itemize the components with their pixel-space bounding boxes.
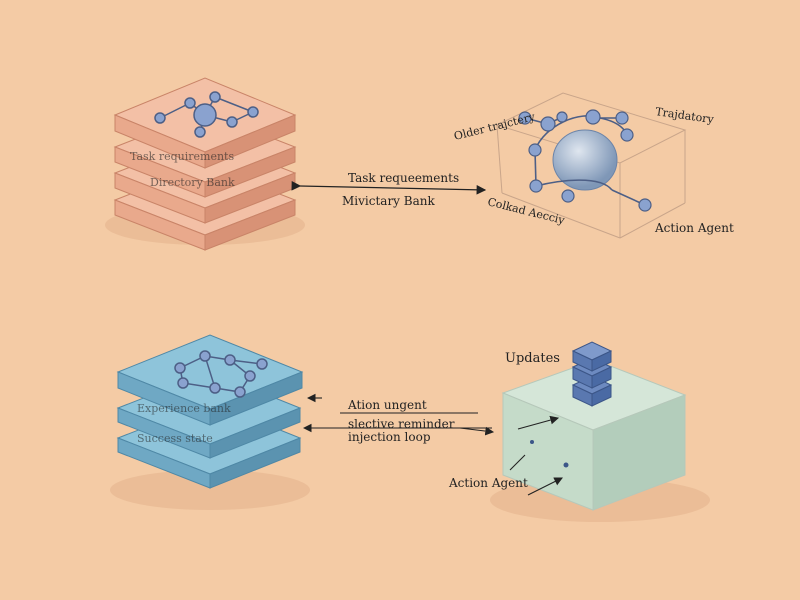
bottom-arrow-label-3: injection loop [348,430,431,444]
trajectory-sphere [552,129,618,191]
top-connector: Task requeements Mivictary Bank [291,171,487,208]
bottom-connector: Ation ungent slective reminder injection… [302,393,495,444]
bottom-stack-layer-label-1: Experience bank [137,402,231,415]
cube-label-action-agent: Action Agent [654,221,734,235]
top-stack-graph [154,91,259,138]
hub-node [193,103,217,127]
cube-label-older: Older trajctery [453,110,537,143]
top-stack-layer-label-1: Task requirements [130,150,234,163]
top-arrow-label-1: Task requeements [348,171,459,185]
bottom-stack-graph [174,350,268,398]
bottom-agent-box: Updates Action Agent [448,341,710,522]
bottom-stack: Experience bank Success state [110,334,310,510]
bottom-arrow-label-1: Ation ungent [347,398,427,412]
top-stack: Task requirements Directory Bank [105,77,305,251]
box-label-updates: Updates [505,351,560,366]
update-cubes [571,341,613,407]
bottom-stack-layer-label-2: Success state [137,432,213,445]
bottom-arrow-label-2: slective reminder [348,417,455,431]
box-label-action-agent: Action Agent [448,476,528,490]
top-arrow-label-2: Mivictary Bank [342,194,435,208]
top-trajectory-cube: Older trajctery Trajdatory Colkad Aecciy… [453,92,734,239]
cube-label-colkad: Colkad Aecciy [486,195,566,227]
top-stack-layer-label-2: Directory Bank [150,176,235,189]
